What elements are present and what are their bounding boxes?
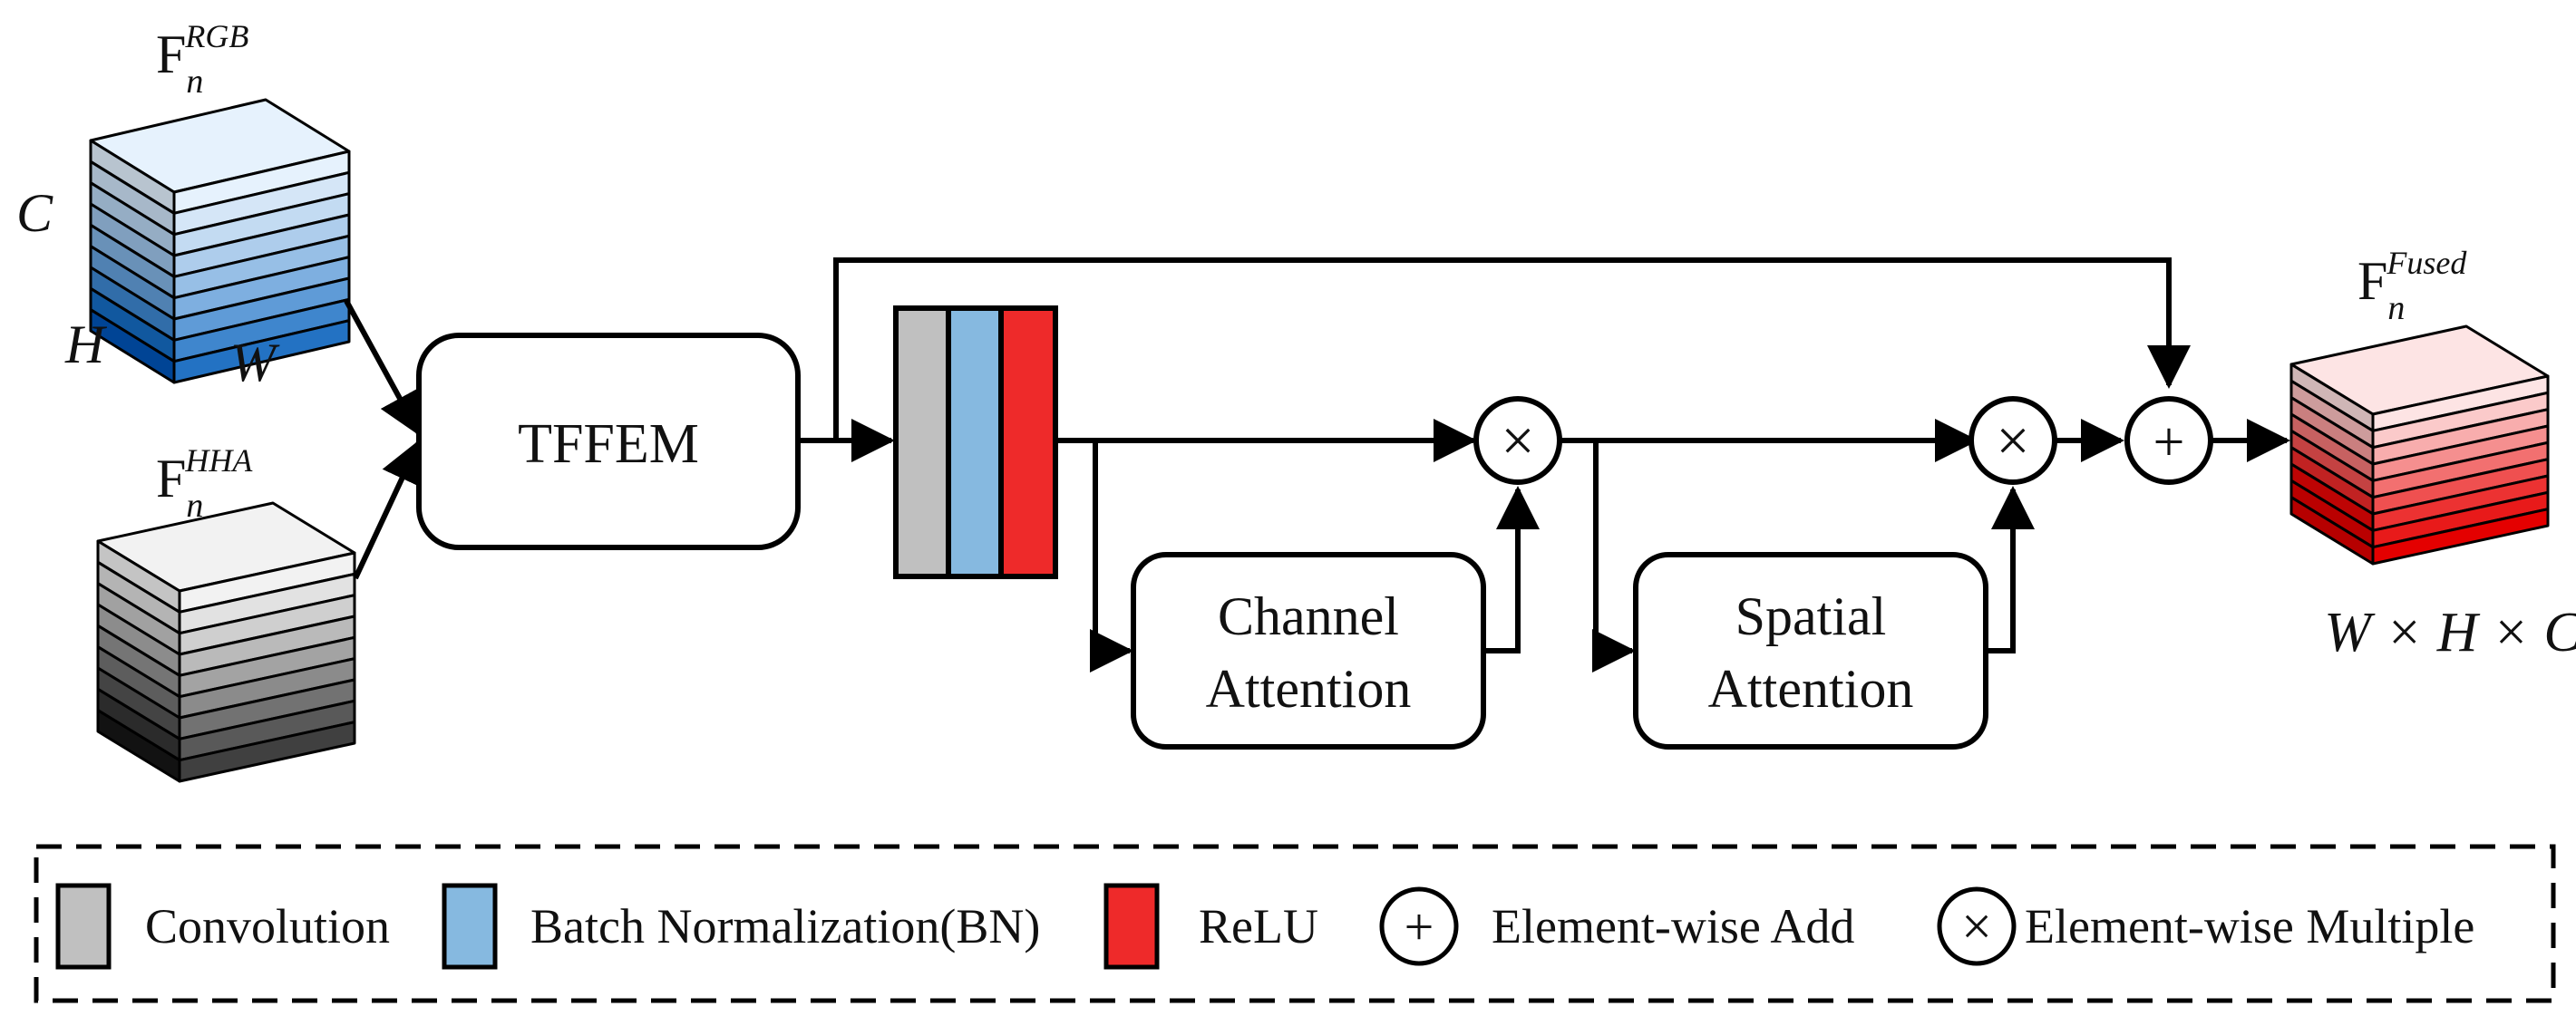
rgb-label: FnRGB [156,18,248,101]
legend-convolution-label: Convolution [145,899,390,953]
channel-attention-out-arrow [1483,486,1540,653]
spatial-attention-label-line1: Spatial [1735,586,1887,646]
tffem-label: TFFEM [518,413,699,475]
rgb-to-tffem-arrow [344,299,422,437]
channel-dim-label: C [16,183,53,243]
channel-attention-box [1131,552,1486,750]
to-channel-attention-arrow [1090,440,1133,673]
hha-feature-cube [96,501,356,783]
legend-add-symbol: + [1405,897,1434,956]
legend-multiply-symbol: × [1961,896,1992,956]
legend-batch-norm-swatch [442,883,498,970]
spatial-attention-box [1633,552,1988,750]
legend-add-label: Element-wise Add [1492,899,1854,953]
legend-batch-norm-label: Batch Normalization(BN) [530,899,1040,953]
legend-add-icon [1379,886,1459,966]
cube-layer-side [178,721,356,783]
output-dims-label: W × H × C [2324,602,2576,663]
add-symbol: + [2153,411,2185,473]
conv-layer-block [893,305,951,579]
channel-attention-label-line2: Attention [1206,659,1412,719]
legend-convolution-swatch [55,883,112,970]
to-spatial-attention-arrow [1592,440,1636,673]
spatial-attention-label-line2: Attention [1708,659,1914,719]
cube-layer-side [172,319,351,384]
legend-relu-swatch [1103,883,1160,970]
add-operator [2124,396,2213,485]
hha-to-tffem-arrow [353,439,423,580]
height-dim-label: H [64,315,108,374]
legend-multiply-label: Element-wise Multiple [2025,899,2474,953]
fused-feature-cube [2289,324,2550,566]
multiply-operator-2 [1968,396,2057,485]
legend-relu-label: ReLU [1199,899,1318,953]
residual-skip-connection [833,257,2191,440]
relu-layer-block [998,305,1058,579]
legend-box [34,844,2556,1003]
channel-attention-label-line1: Channel [1218,586,1399,646]
width-dim-label: W [230,333,280,392]
cube-layer-side [2371,508,2550,566]
spatial-attention-out-arrow [1986,486,2035,653]
hha-label: FnHHA [156,442,253,525]
legend-multiply-icon [1937,886,2017,966]
multiply-symbol-2: × [1996,408,2029,474]
batch-norm-layer-block [946,305,1004,579]
fused-label: FnFused [2357,245,2467,327]
rgb-feature-cube [89,98,351,384]
multiply-operator-1 [1473,396,1562,485]
multiply-symbol-1: × [1501,408,1534,474]
